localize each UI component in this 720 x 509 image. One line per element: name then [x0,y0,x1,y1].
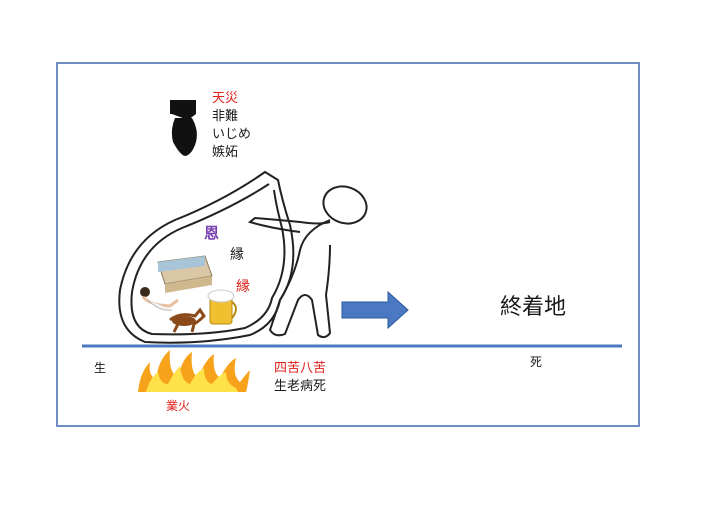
label-criticism: 非難 [212,109,239,124]
label-fate-black: 縁 [230,247,244,263]
label-disaster: 天災 [212,91,239,106]
label-birth: 生 [94,361,107,375]
diagram-frame [56,62,640,427]
label-karma-fire: 業火 [166,399,191,413]
sack-icon [118,170,295,344]
horse-icon [169,307,206,333]
bomb-icon [170,100,197,156]
beer-icon [207,289,237,325]
money-icon [157,255,213,293]
fire-icon [138,350,250,392]
label-fate-red: 縁 [236,279,250,295]
label-envy: 嫉妬 [212,145,239,160]
label-four-sufferings: 生老病死 [274,379,327,394]
label-four-eight-sufferings: 四苦八苦 [274,361,327,376]
label-gratitude: 恩 [204,224,220,242]
label-death: 死 [530,355,543,369]
label-bullying: いじめ [212,127,252,142]
label-destination: 終着地 [500,295,567,320]
arrow-right-icon [341,290,409,330]
person-icon [247,185,368,339]
woman-icon [140,287,179,311]
